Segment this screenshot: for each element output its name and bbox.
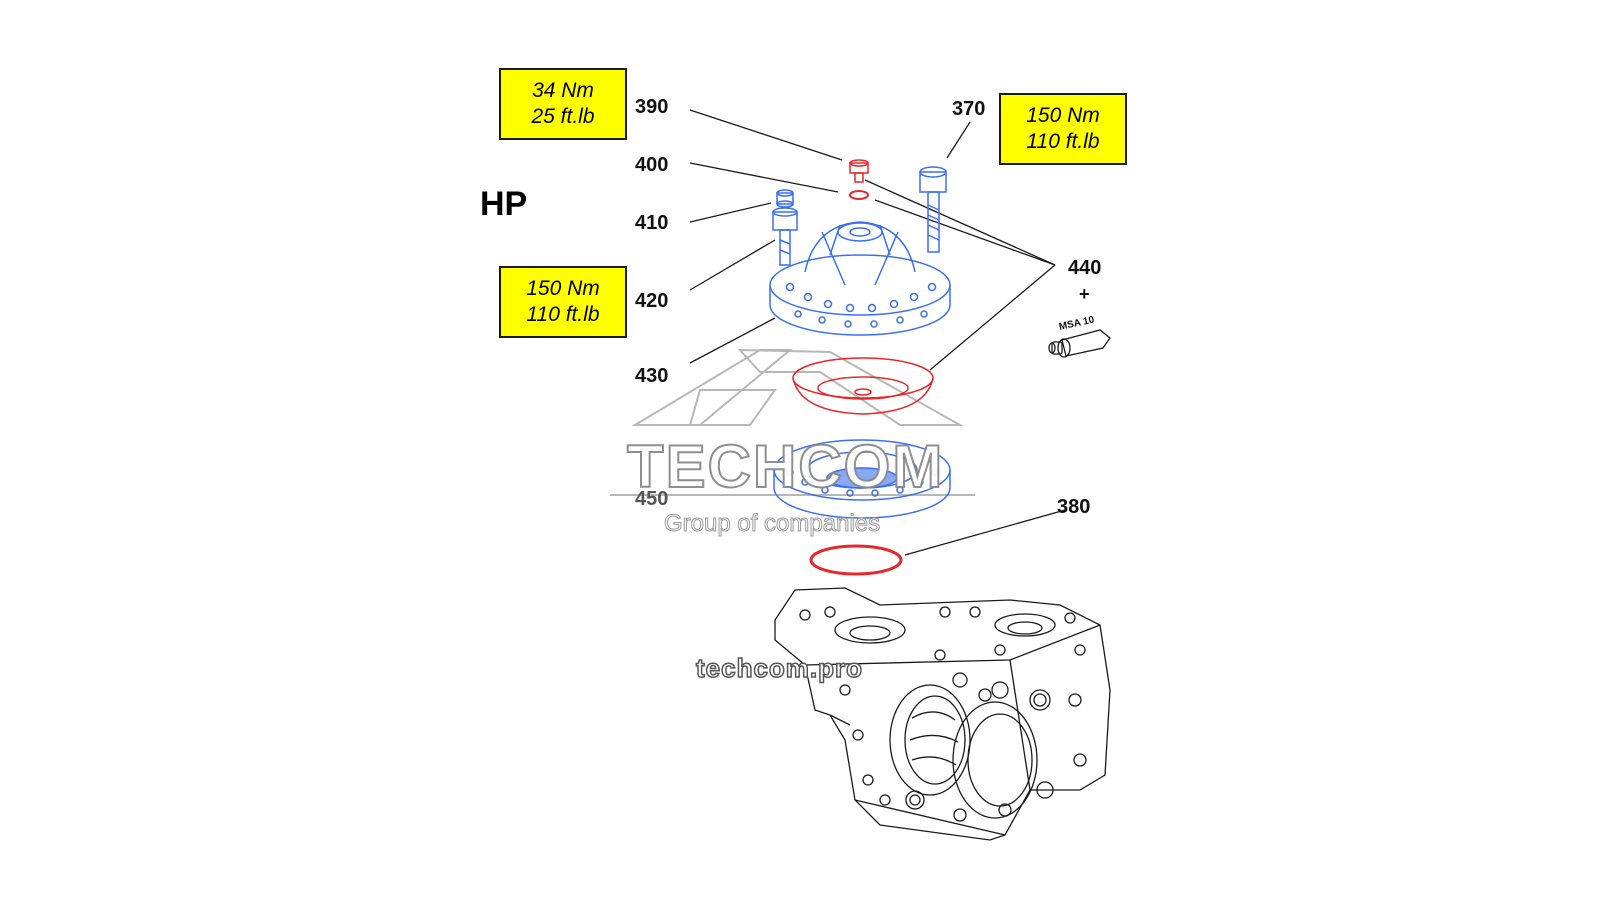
cover-430 xyxy=(769,221,951,336)
part-label-420: 420 xyxy=(635,290,669,312)
torque-390-nm: 34 Nm xyxy=(532,79,594,102)
leader-lines xyxy=(689,109,1066,556)
part-label-370: 370 xyxy=(952,98,986,120)
torque-390-ftlb: 25 ft.lb xyxy=(531,105,595,128)
pin-410 xyxy=(776,189,794,208)
torque-370-nm: 150 Nm xyxy=(1026,104,1100,127)
torque-box-370: 150 Nm 110 ft.lb xyxy=(999,93,1127,165)
watermark-url: techcom.pro xyxy=(695,652,864,684)
diaphragm-440 xyxy=(792,357,934,415)
seal-ring-400 xyxy=(849,190,869,200)
screw-420 xyxy=(772,207,798,266)
part-label-380: 380 xyxy=(1057,496,1091,518)
plus-sign: + xyxy=(1079,284,1090,304)
part-label-410: 410 xyxy=(635,212,669,234)
torque-420-nm: 150 Nm xyxy=(526,277,600,300)
torque-box-390: 34 Nm 25 ft.lb xyxy=(499,68,627,140)
screw-370 xyxy=(919,166,947,253)
part-label-450: 450 xyxy=(635,488,669,510)
watermark-brand: TECHCOM xyxy=(626,432,945,501)
part-label-390: 390 xyxy=(635,96,669,118)
torque-370-ftlb: 110 ft.lb xyxy=(1026,130,1100,153)
screw-390 xyxy=(849,159,869,183)
part-label-430: 430 xyxy=(635,365,669,387)
section-label-hp: HP xyxy=(480,185,528,223)
torque-420-ftlb: 110 ft.lb xyxy=(526,303,600,326)
valve-plate-450 xyxy=(773,439,951,519)
pump-body xyxy=(774,587,1111,841)
watermark-logo-mark xyxy=(610,348,975,496)
watermark-tagline: Group of companies xyxy=(663,510,881,538)
msa10-tube-icon xyxy=(1048,329,1111,358)
torque-box-420: 150 Nm 110 ft.lb xyxy=(499,266,627,338)
part-label-400: 400 xyxy=(635,154,669,176)
part-label-440: 440 xyxy=(1068,257,1102,279)
o-ring-380 xyxy=(809,544,903,576)
